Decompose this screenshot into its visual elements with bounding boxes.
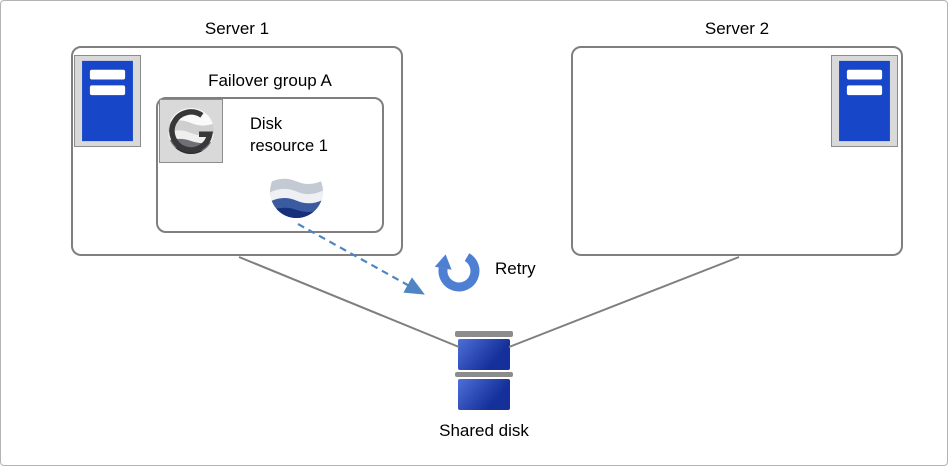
retry-label: Retry — [495, 259, 536, 278]
cluster-logo-icon — [168, 108, 214, 154]
server1-label: Server 1 — [204, 19, 270, 38]
shared-disk-label: Shared disk — [439, 421, 529, 440]
disk-unit — [458, 339, 510, 370]
disk-unit — [458, 379, 510, 410]
disk-resource-label: Disk resource 1 — [250, 115, 328, 156]
server-tower-icon — [839, 60, 890, 142]
swirl-sphere-icon — [270, 165, 323, 218]
connector-server2-shared-disk — [508, 256, 740, 348]
shared-disk-icon — [450, 331, 518, 410]
circular-arrow-icon — [434, 253, 480, 292]
server-icon — [831, 55, 898, 147]
connector-server1-shared-disk — [238, 256, 460, 348]
server-tower-icon — [82, 60, 133, 142]
server2-label: Server 2 — [704, 19, 770, 38]
failover-group-label: Failover group A — [208, 71, 332, 90]
failover-group-icon — [159, 99, 223, 163]
disk-separator — [455, 372, 513, 377]
server-icon — [74, 55, 141, 147]
retry-icon — [431, 241, 487, 297]
disk-cap — [455, 331, 513, 337]
disk-resource-icon — [268, 163, 325, 220]
